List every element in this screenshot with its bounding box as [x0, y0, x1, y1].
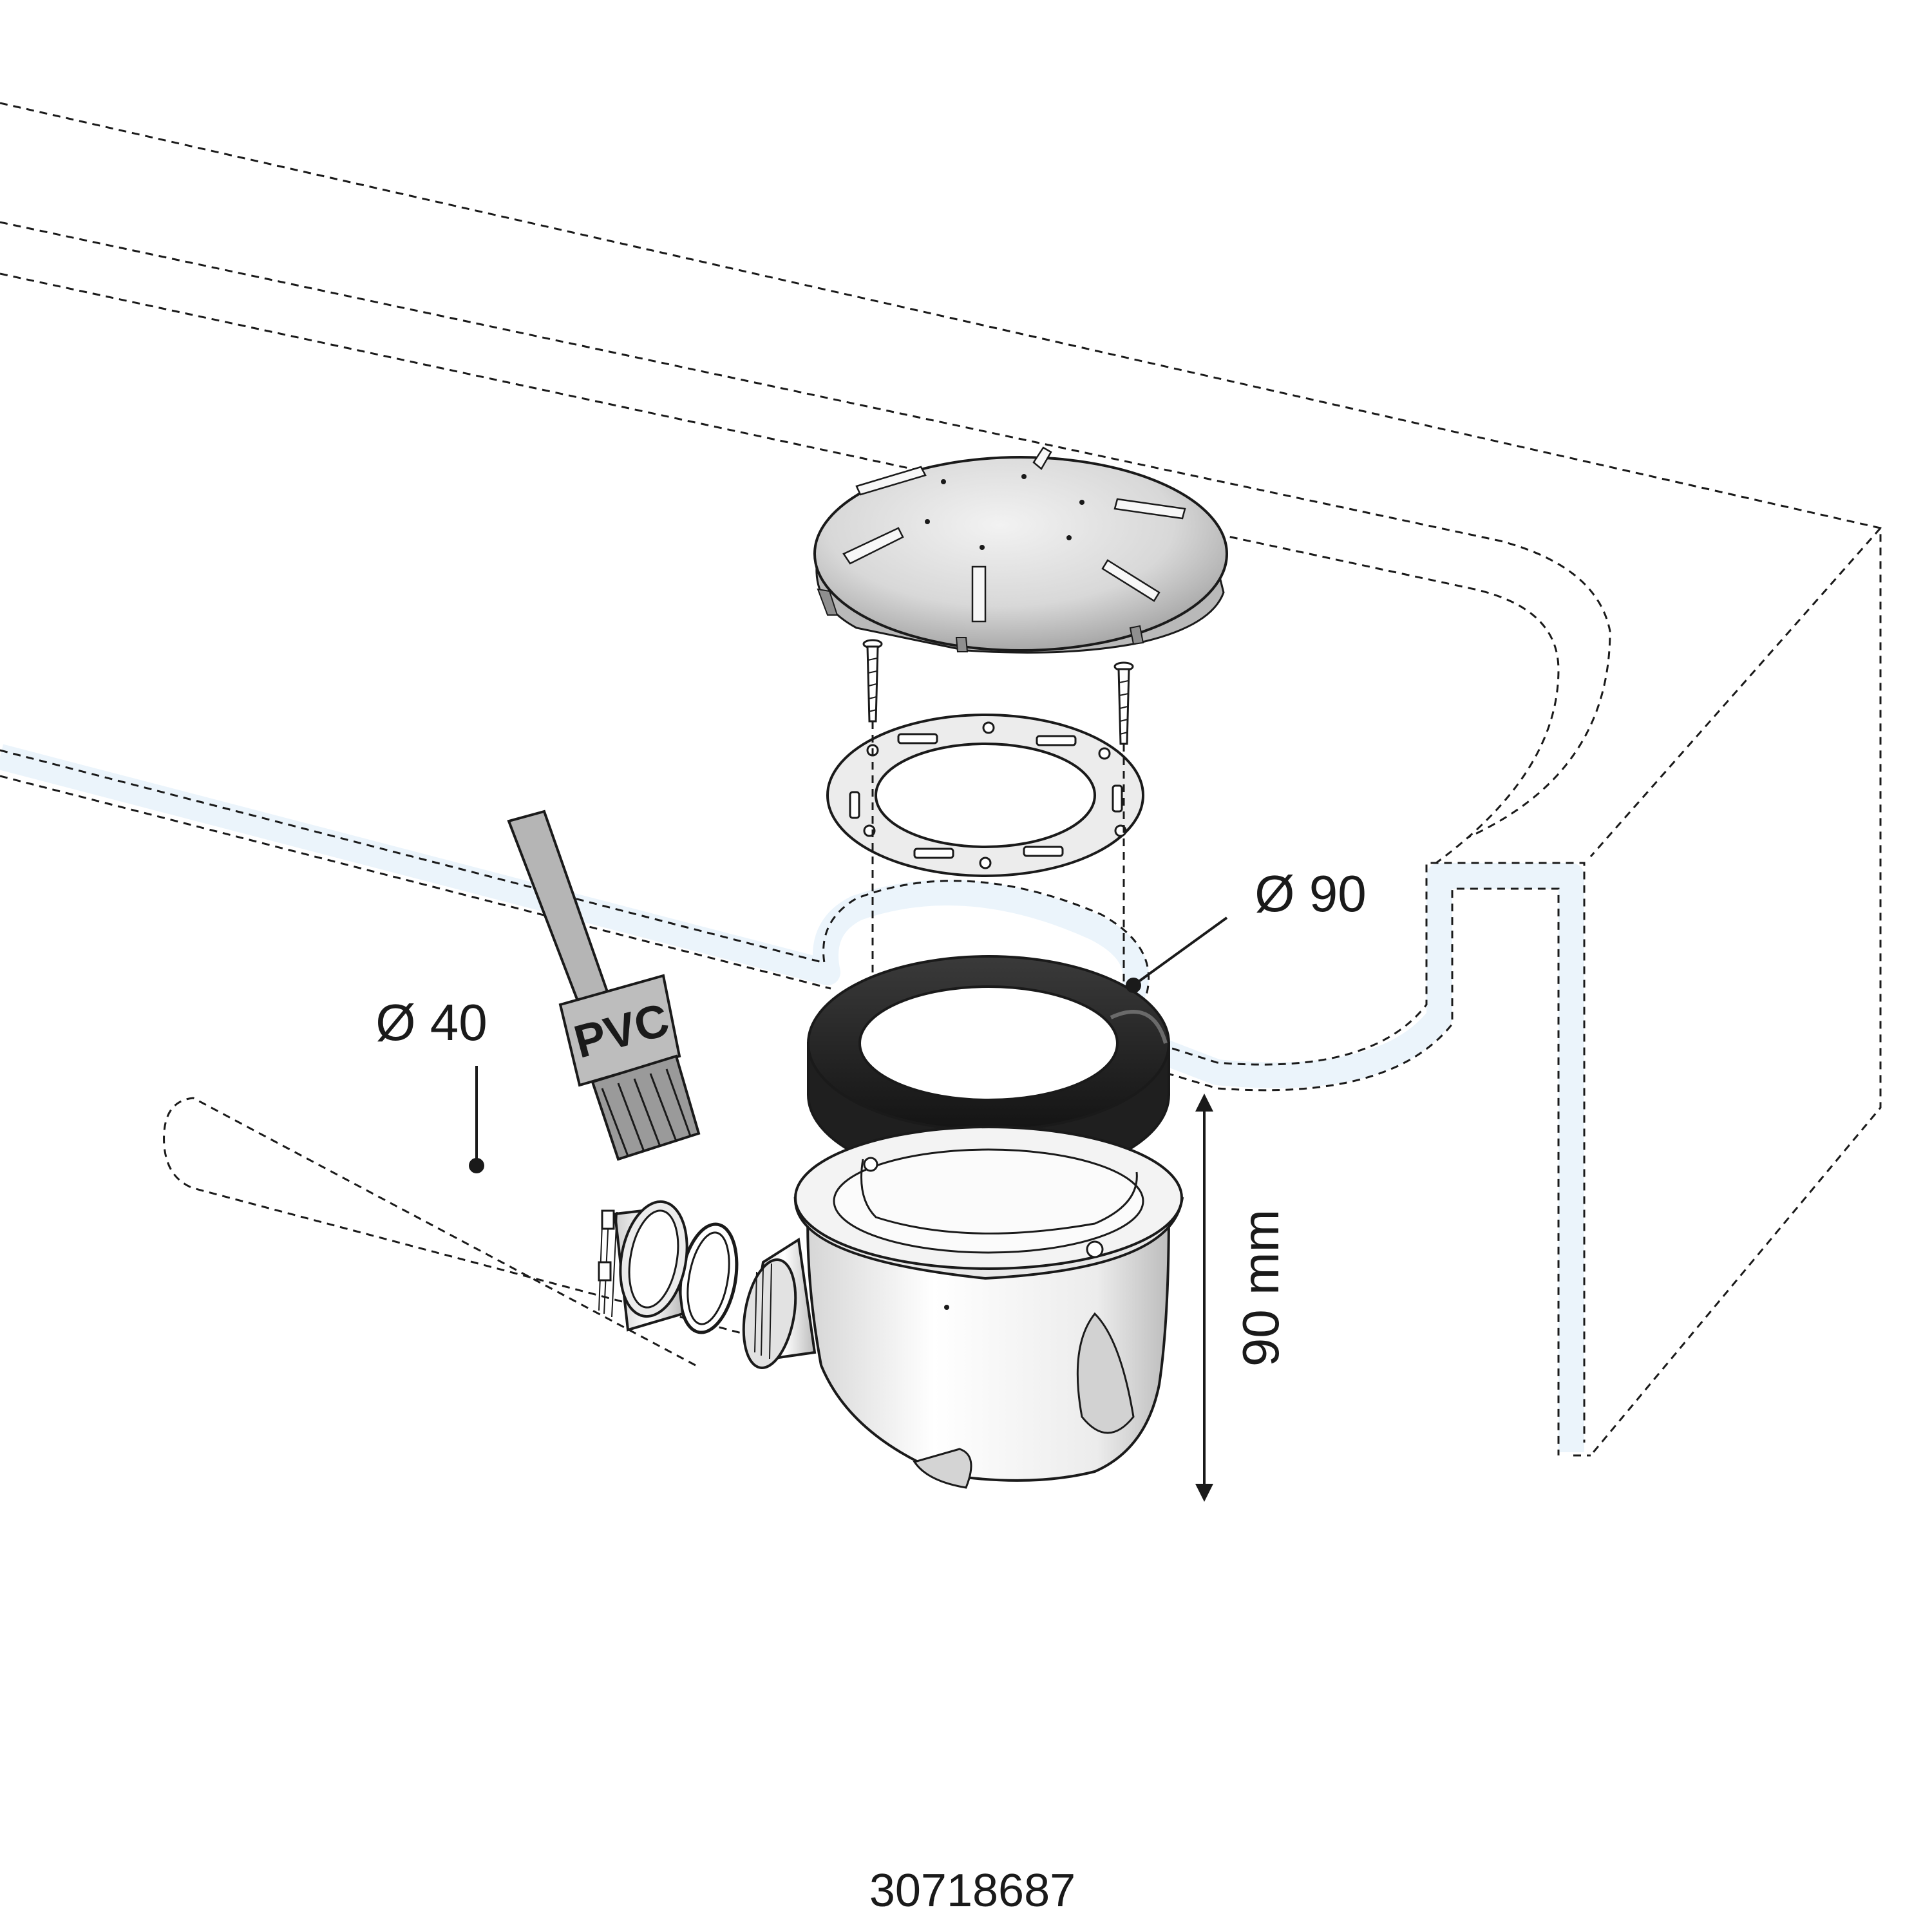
pvc-glue-brush: PVC	[507, 810, 701, 1161]
tray-top-edge	[0, 102, 1882, 1456]
tray-rim-outer	[0, 221, 1611, 838]
water-channel	[0, 744, 1586, 1455]
union-nut	[598, 1200, 688, 1332]
pipe-diameter-label: Ø 40	[375, 994, 487, 1051]
outlet-spigot	[742, 1237, 817, 1369]
tray-side-edge	[1589, 527, 1882, 857]
dimension-pipe-diameter: Ø 40	[375, 994, 488, 1173]
drain-body	[793, 1126, 1184, 1489]
fixing-screws	[862, 639, 1134, 745]
tray-rim-inner	[0, 272, 1560, 864]
height-label: 90 mm	[1232, 1209, 1289, 1367]
outlet-pipe-outline	[163, 1097, 754, 1367]
screw-right	[1113, 661, 1134, 745]
dimension-height: 90 mm	[1195, 1094, 1289, 1502]
drain-cover	[813, 446, 1228, 654]
clamping-ring	[826, 714, 1144, 877]
dimension-drain-diameter: Ø 90	[1126, 865, 1367, 993]
product-reference-number: 30718687	[869, 1865, 1075, 1917]
drain-diameter-label: Ø 90	[1255, 865, 1366, 922]
screw-left	[862, 639, 883, 723]
